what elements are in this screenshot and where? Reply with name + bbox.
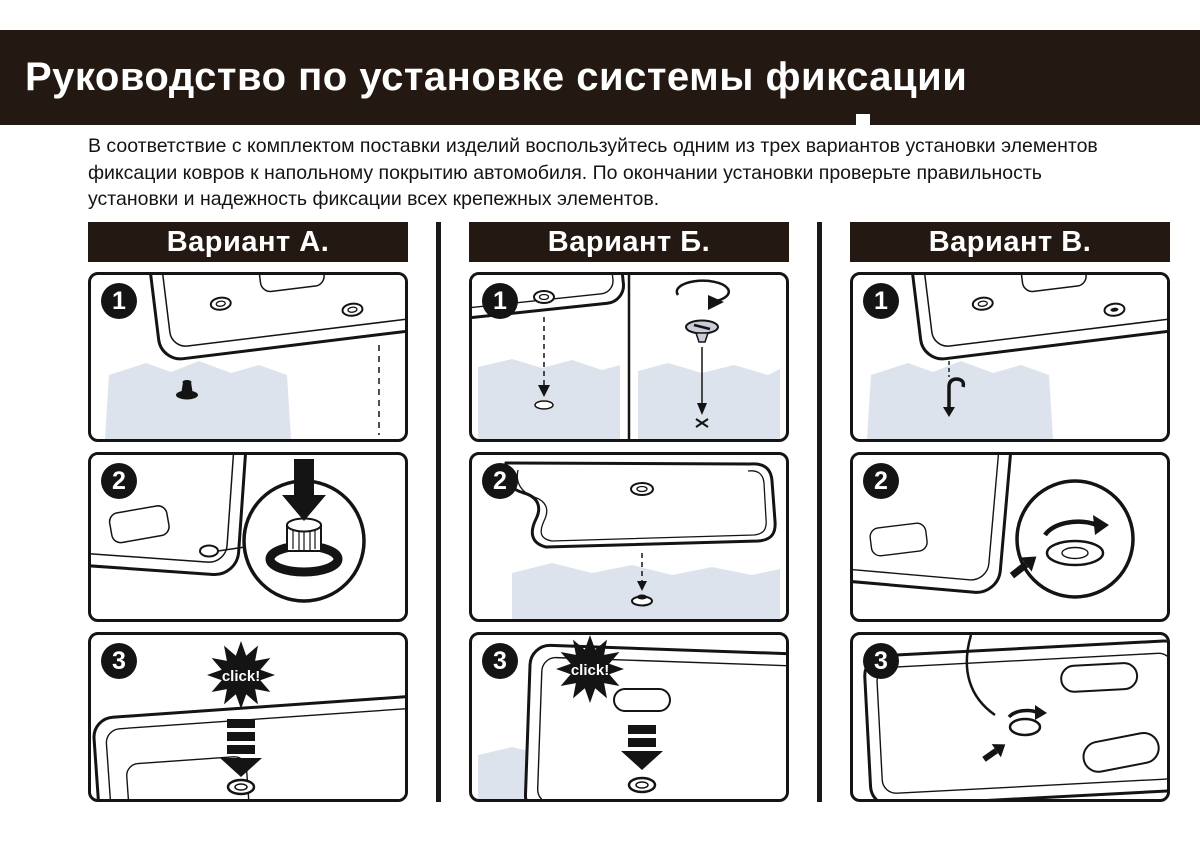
floor-fastener	[176, 380, 198, 400]
floor-mat	[145, 275, 405, 361]
carpet-patch	[105, 361, 291, 439]
title-accent	[856, 114, 870, 125]
floor-mat	[503, 461, 777, 549]
mat-fastener	[627, 776, 657, 794]
variant-a-title: Вариант А.	[166, 225, 330, 258]
turn-arrow	[1043, 519, 1098, 537]
target-hole	[534, 400, 554, 410]
step-number-badge: 3	[482, 643, 518, 679]
screw-fastener	[685, 319, 719, 343]
click-label: click!	[571, 662, 609, 679]
intro-text: В соответствие с комплектом поставки изд…	[88, 135, 1098, 211]
variant-c-step-3-panel: 3	[850, 632, 1170, 802]
variant-a-step-1-panel: 1	[88, 272, 408, 442]
variant-a: Вариант А. 1	[88, 222, 408, 802]
carpet-patch	[512, 563, 780, 619]
step-number-badge: 1	[482, 283, 518, 319]
floor-mat	[91, 455, 250, 577]
callout-line	[217, 546, 246, 552]
step-number-badge: 2	[101, 463, 137, 499]
step-number-badge: 2	[482, 463, 518, 499]
variant-a-step-3-panel: 3 click!	[88, 632, 408, 802]
turn-lock-fastener	[1007, 705, 1047, 737]
variant-b-step-2-panel: 2	[469, 452, 789, 622]
step-number-badge: 2	[863, 463, 899, 499]
step-number-badge: 3	[863, 643, 899, 679]
variant-c-title: Вариант В.	[928, 225, 1092, 258]
target-x-mark	[695, 418, 709, 428]
variant-b-step-3-panel: 3 click!	[469, 632, 789, 802]
carpet-patch-right	[638, 363, 780, 439]
step-number-badge: 1	[863, 283, 899, 319]
variant-b-header: Вариант Б.	[469, 222, 789, 262]
variant-a-step-1-illustration	[105, 275, 405, 439]
step-number-badge: 3	[101, 643, 137, 679]
press-down-arrow	[220, 719, 262, 777]
variant-a-step-2-illustration	[91, 455, 366, 603]
press-down-arrow	[282, 459, 326, 521]
magnifier-detail	[242, 479, 366, 603]
pointer-arrow	[982, 744, 1006, 762]
strap-line	[965, 635, 996, 717]
mat-fastener	[630, 482, 654, 496]
variant-a-header: Вариант А.	[88, 222, 408, 262]
variant-b: Вариант Б. 1	[469, 222, 789, 802]
variant-c-step-1-panel: 1	[850, 272, 1170, 442]
carpet-patch	[867, 361, 1053, 439]
mat-fastener	[226, 778, 256, 796]
variant-b-step-2-illustration	[503, 461, 780, 619]
click-burst: click!	[556, 635, 624, 703]
hook-fastener	[943, 377, 966, 417]
floor-mat	[853, 455, 1015, 594]
variant-b-step-1-panel: 1	[469, 272, 789, 442]
variant-b-step-1-illustration	[472, 275, 780, 439]
variant-a-step-2-panel: 2	[88, 452, 408, 622]
variants-container: Вариант А. 1	[88, 222, 1170, 802]
floor-mat-left	[472, 275, 625, 323]
variant-c-step-2-panel: 2	[850, 452, 1170, 622]
pointer-arrow	[1009, 556, 1037, 579]
mat-fastener	[199, 544, 219, 558]
mat-fastener	[533, 290, 555, 304]
column-divider	[817, 222, 822, 802]
variant-c-step-1-illustration	[867, 275, 1167, 439]
variant-c-step-3-illustration	[863, 635, 1167, 799]
click-burst: click!	[207, 641, 275, 709]
rotation-arrow	[675, 279, 730, 310]
column-divider	[436, 222, 441, 802]
magnifier-detail	[1015, 479, 1135, 599]
click-label: click!	[222, 668, 260, 685]
mat-slot	[613, 688, 671, 712]
floor-fastener	[631, 594, 653, 607]
variant-c-header: Вариант В.	[850, 222, 1170, 262]
variant-c: Вариант В. 1	[850, 222, 1170, 802]
variant-b-title: Вариант Б.	[547, 225, 711, 258]
variant-a-step-3-illustration: click!	[92, 641, 405, 799]
title-bar: Руководство по установке системы фиксаци…	[0, 30, 1200, 125]
page-title: Руководство по установке системы фиксаци…	[25, 55, 968, 99]
step-number-badge: 1	[101, 283, 137, 319]
variant-c-step-2-illustration	[853, 455, 1135, 599]
carpet-patch-left	[478, 359, 620, 439]
variant-b-step-3-illustration: click!	[478, 635, 786, 799]
press-down-arrow	[621, 725, 663, 770]
floor-mat	[907, 275, 1167, 361]
floor-mat	[863, 639, 1167, 799]
